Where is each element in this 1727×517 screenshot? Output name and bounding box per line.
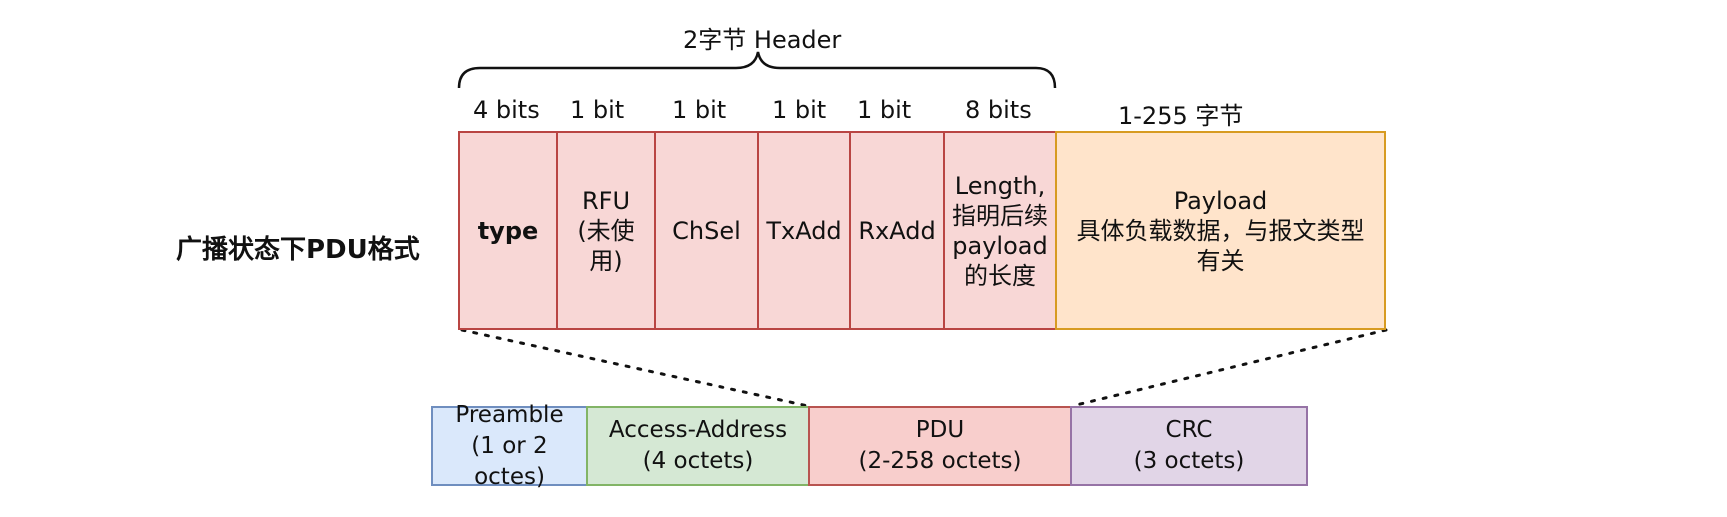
size-label-payload: 1-255 字节 (1118, 102, 1244, 130)
field-length: Length, 指明后续 payload 的长度 (943, 131, 1057, 330)
size-label-txadd: 1 bit (772, 96, 827, 124)
field-txadd: TxAdd (757, 131, 851, 330)
field-type: type (458, 131, 558, 330)
field-rxadd: RxAdd (849, 131, 945, 330)
size-label-chsel: 1 bit (672, 96, 727, 124)
packet-access-address: Access-Address (4 octets) (586, 406, 810, 486)
packet-pdu: PDU (2-258 octets) (808, 406, 1072, 486)
header-brace (457, 51, 1057, 89)
field-rfu: RFU (未使 用) (556, 131, 656, 330)
size-label-rxadd: 1 bit (857, 96, 912, 124)
size-label-type: 4 bits (473, 96, 540, 124)
header-label: 2字节 Header (683, 26, 842, 54)
packet-preamble: Preamble (1 or 2 octes) (431, 402, 588, 490)
zoom-line-right (1070, 328, 1388, 408)
row-label: 广播状态下PDU格式 (176, 235, 420, 265)
packet-crc: CRC (3 octets) (1070, 406, 1308, 486)
zoom-line-left (460, 328, 810, 408)
field-chsel: ChSel (654, 131, 759, 330)
size-label-length: 8 bits (965, 96, 1032, 124)
size-label-rfu: 1 bit (570, 96, 625, 124)
field-payload: Payload 具体负载数据，与报文类型 有关 (1055, 131, 1386, 330)
